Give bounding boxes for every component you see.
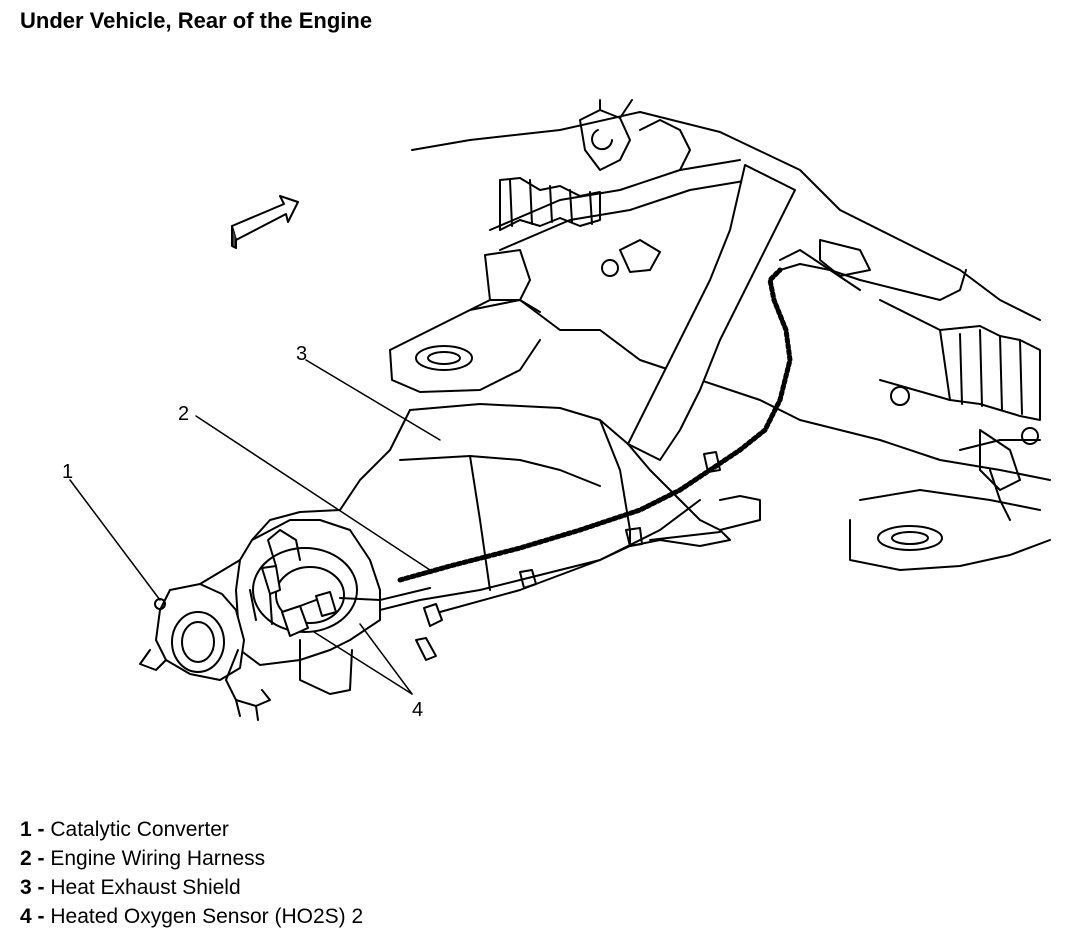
legend-number: 4 [20,905,32,928]
legend-text: Heat Exhaust Shield [50,876,241,899]
heat-exhaust-shield [251,164,796,619]
callout-1: 1 [62,461,73,483]
callout-2: 2 [178,403,189,425]
diagram-title: Under Vehicle, Rear of the Engine [20,8,373,33]
callout-3: 3 [296,343,307,365]
legend-number: 3 [20,876,32,899]
callout-4: 4 [412,699,423,721]
direction-arrow-icon [231,195,299,249]
catalytic-converter [139,519,381,721]
legend-text: Catalytic Converter [50,818,229,841]
frame-bracket [484,249,1021,491]
heated-oxygen-sensor [249,529,337,637]
steering-rack [489,99,1041,445]
legend-number: 1 [20,818,32,841]
legend-item-4: 4 - Heated Oxygen Sensor (HO2S) 2 [20,905,364,928]
legend-item-1: 1 - Catalytic Converter [20,818,229,841]
legend-item-3: 3 - Heat Exhaust Shield [20,876,241,899]
legend-text: Heated Oxygen Sensor (HO2S) 2 [50,905,364,928]
callout-leaders [69,359,441,695]
engine-wiring-harness [339,263,967,661]
legend-text: Engine Wiring Harness [50,847,266,870]
legend-number: 2 [20,847,32,870]
legend: 1 - Catalytic Converter 2 - Engine Wirin… [20,815,363,931]
legend-item-2: 2 - Engine Wiring Harness [20,847,266,870]
